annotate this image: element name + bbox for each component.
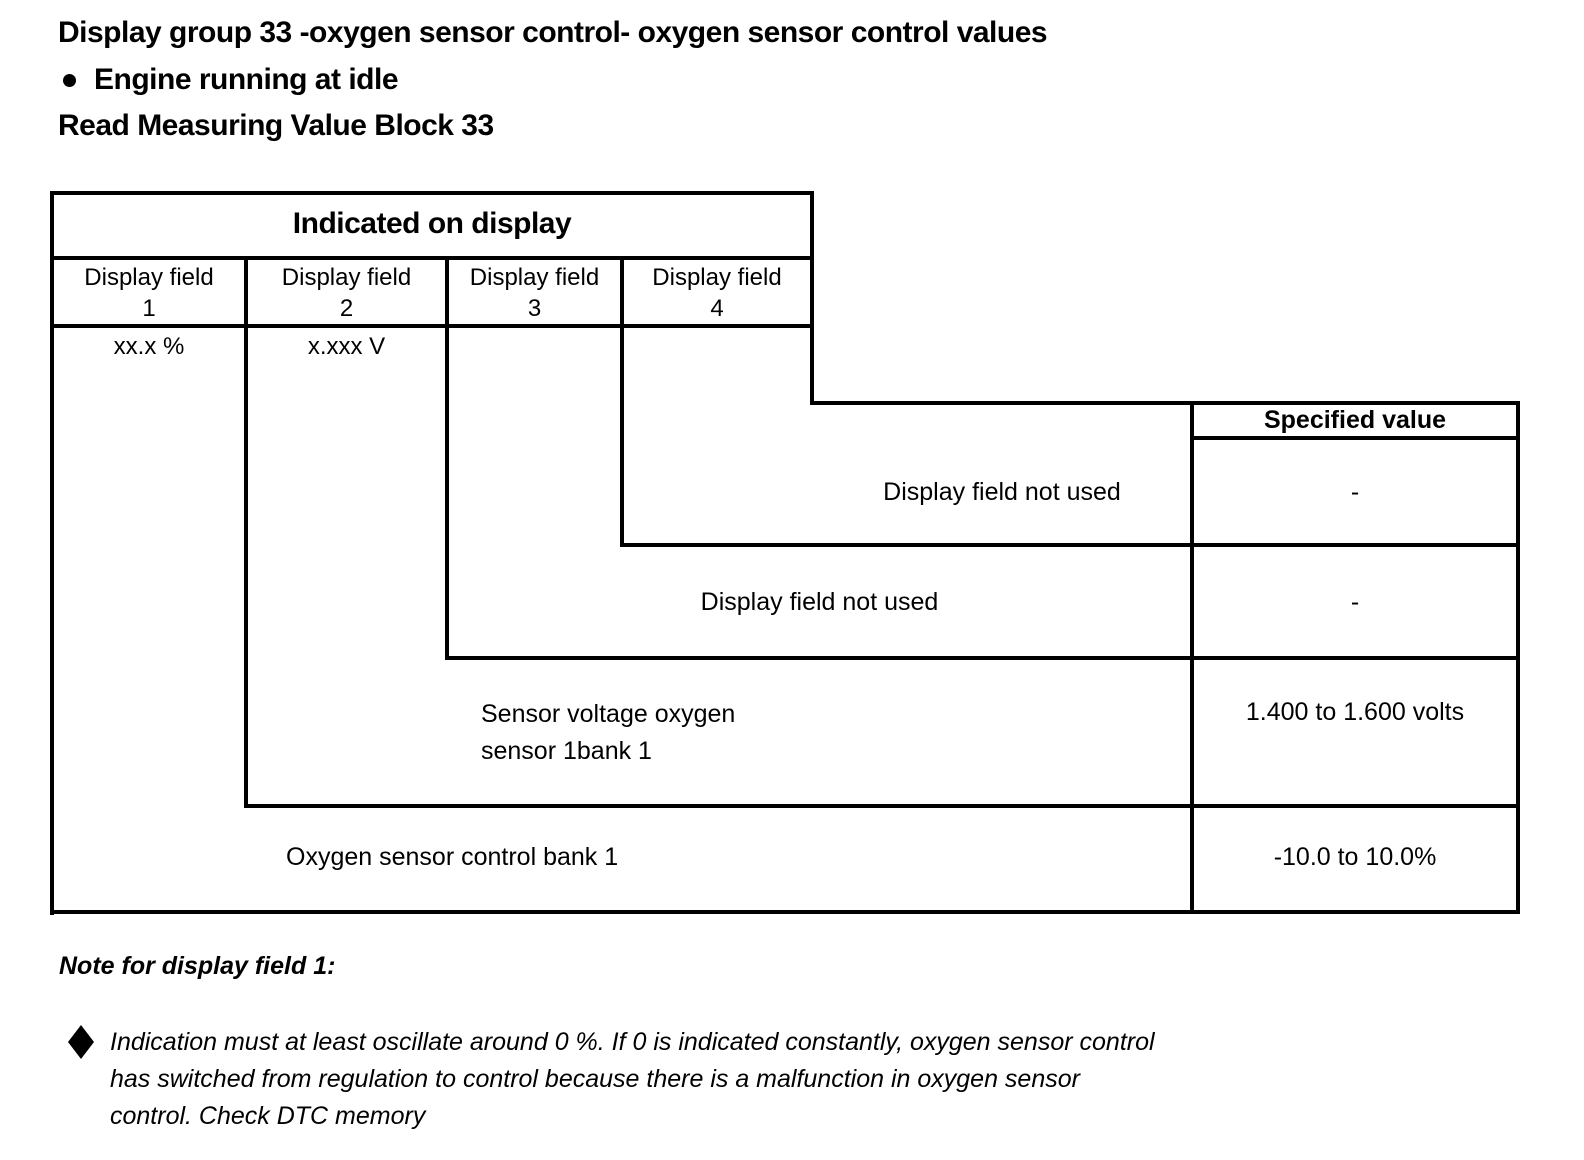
read-measuring-value-block-heading: Read Measuring Value Block 33 [58,109,494,142]
row-field4-specified-value: - [1350,478,1360,506]
col2-number: 2 [339,295,354,322]
specified-value-header: Specified value [1263,406,1447,434]
col-header-display-field-1: Display field 1 [54,262,244,324]
table-border-row3-bottom [244,804,1520,808]
table-border-below-colheaders [50,324,814,328]
table-border-step-field4 [810,401,1520,405]
table-border-col2-col3 [445,256,449,660]
note-heading: Note for display field 1: [59,952,336,980]
bullet-icon [63,74,76,87]
col4-label: Display field [652,264,782,291]
row-field2-specified-value: 1.400 to 1.600 volts [1245,698,1465,726]
table-border-below-indicated [50,256,814,260]
field2-format: x.xxx V [307,333,386,360]
col4-number: 4 [710,295,724,322]
col-header-display-field-2: Display field 2 [248,262,445,324]
table-border-bottom [50,910,1520,914]
note-text: Indication must at least oscillate aroun… [110,1028,1155,1130]
col1-label: Display field [84,264,214,291]
row-field3-specified-value: - [1350,588,1360,616]
page-title: Display group 33 -oxygen sensor control-… [58,16,1048,49]
table-border-row1-bottom [620,543,1520,547]
table-border-col1-col2 [244,256,248,808]
col2-label: Display field [281,264,412,291]
row-field4-description: Display field not used [883,478,1121,506]
field1-format: xx.x % [113,333,185,360]
table-border-below-spec-header [1190,436,1520,440]
col3-label: Display field [469,264,600,291]
row-field1-description: Oxygen sensor control bank 1 [286,843,619,871]
table-border-row2-bottom [445,656,1520,660]
table-border-top [50,191,814,195]
col-header-display-field-4: Display field 4 [624,262,810,324]
indicated-on-display-header: Indicated on display [292,207,572,240]
row-field2-description: Sensor voltage oxygen sensor 1bank 1 [481,700,736,765]
table-border-left [50,191,54,915]
col3-number: 3 [527,295,542,322]
table-border-col4-right [810,191,814,405]
condition-engine-idle: Engine running at idle [94,63,399,96]
col1-number: 1 [142,295,156,322]
diamond-bullet-icon [68,1025,94,1059]
row-field3-description: Display field not used [700,588,939,616]
row-field1-specified-value: -10.0 to 10.0% [1273,843,1437,871]
col-header-display-field-3: Display field 3 [449,262,620,324]
table-border-col3-col4 [620,256,624,547]
